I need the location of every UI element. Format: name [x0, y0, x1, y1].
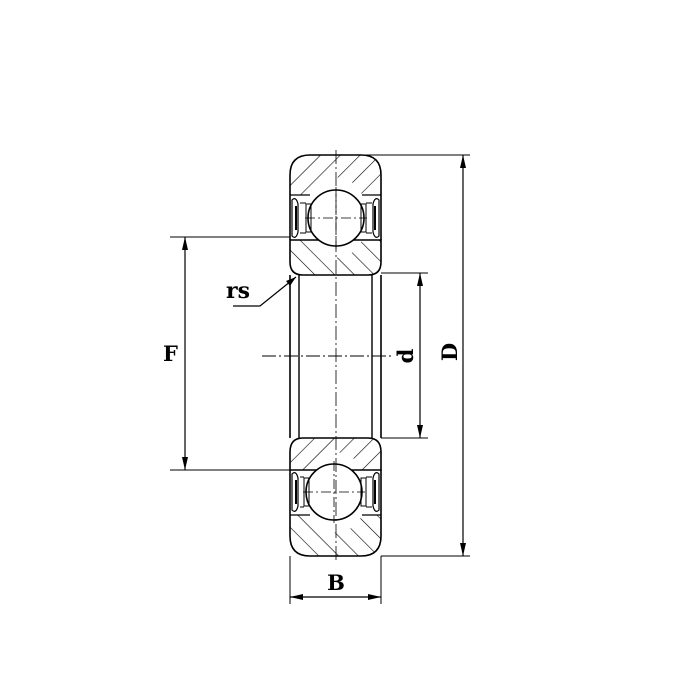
dimension-B: B — [289, 556, 382, 604]
label-F: F — [163, 341, 178, 366]
label-d: d — [393, 348, 418, 363]
top-cage-and-shields — [289, 195, 382, 240]
label-rs: rs — [226, 278, 250, 304]
dimension-F: F — [163, 236, 290, 471]
dimension-rs: rs — [226, 276, 297, 307]
dimension-d: d — [381, 272, 428, 439]
label-D: D — [437, 343, 462, 361]
bottom-cage-and-shields — [289, 470, 382, 515]
dimension-D: D — [361, 154, 470, 557]
bore — [262, 275, 394, 438]
bottom-ball — [303, 461, 365, 523]
label-B: B — [327, 570, 345, 595]
